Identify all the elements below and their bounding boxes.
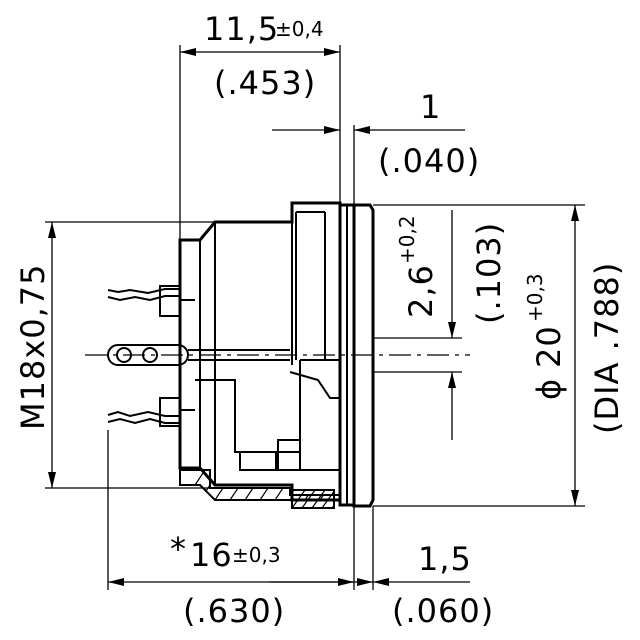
dim-diameter-inch: (DIA .788): [588, 262, 626, 434]
dim-length-bottom-inch: (.630): [183, 592, 285, 630]
dim-offset-value: 2,6: [402, 264, 440, 318]
dim-length-bottom-value: 16: [190, 536, 233, 574]
dim-width-top-inch: (.453): [214, 64, 316, 102]
dim-offset-tolerance: +0,2: [395, 215, 419, 264]
dim-diameter-tolerance: +0,3: [523, 273, 547, 322]
dim-lip-value: 1,5: [418, 540, 472, 578]
dimension-thread: [45, 221, 215, 489]
dim-flange-inch: (.040): [378, 142, 480, 180]
dimension-lip: [270, 506, 470, 590]
dim-thread-value: M18x0,75: [14, 263, 52, 430]
dim-length-bottom-tolerance: ±0,3: [232, 543, 281, 567]
dim-flange-value: 1: [420, 88, 441, 126]
dimension-width-top: [179, 45, 341, 240]
contact-pins: [107, 285, 290, 427]
dim-diameter-value: 20: [530, 325, 568, 368]
dim-width-top-tolerance: ±0,4: [275, 17, 324, 41]
dim-length-bottom-prefix: *: [170, 530, 187, 568]
dimension-diameter: [373, 204, 585, 507]
dim-offset-inch: (.103): [470, 222, 508, 324]
dimension-offset: [373, 210, 462, 440]
dimension-flange: [272, 125, 465, 205]
dim-width-top-value: 11,5: [204, 10, 279, 48]
dim-diameter-symbol: ϕ: [530, 378, 568, 400]
dim-lip-inch: (.060): [392, 592, 494, 630]
